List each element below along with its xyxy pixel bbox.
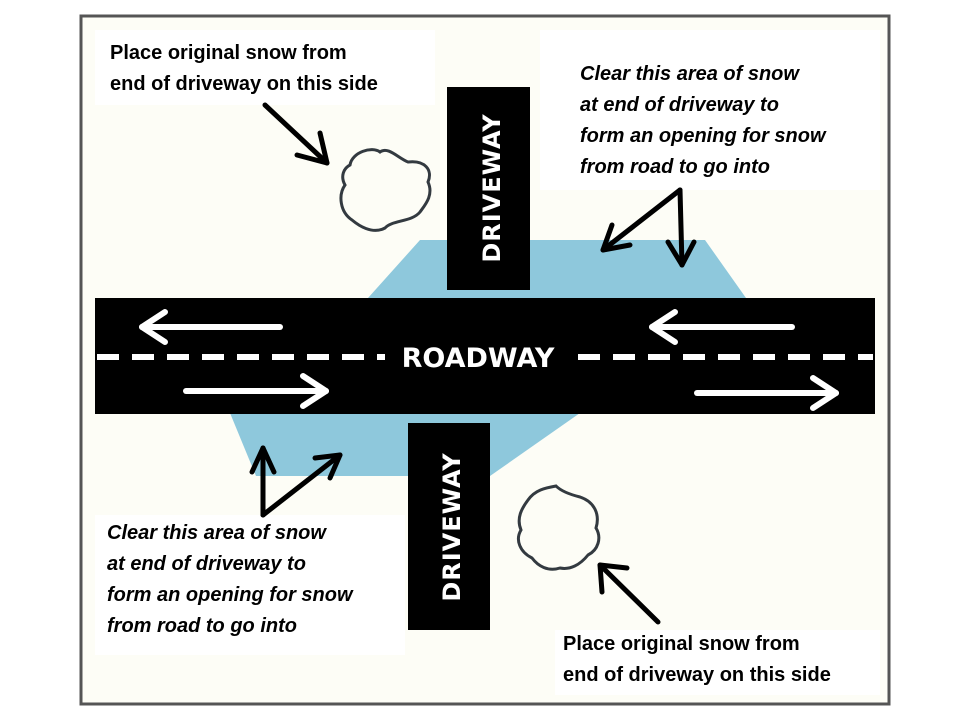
label-line: Place original snow from xyxy=(563,633,800,655)
arrow-down-right-icon xyxy=(262,102,330,166)
arrow-up-left-icon xyxy=(597,562,661,625)
instruction-top-left: Place original snow from end of driveway… xyxy=(110,38,378,100)
label-line: from road to go into xyxy=(580,156,770,178)
label-line: at end of driveway to xyxy=(580,94,779,116)
label-line: end of driveway on this side xyxy=(563,664,831,686)
label-line: Clear this area of snow xyxy=(580,63,799,85)
label-line: Clear this area of snow xyxy=(107,522,326,544)
arrow-up-icon xyxy=(249,445,277,518)
label-line: end of driveway on this side xyxy=(110,73,378,95)
clear-area-bottom xyxy=(230,413,580,476)
instruction-bottom-right: Place original snow from end of driveway… xyxy=(563,629,831,691)
arrow-left-icon xyxy=(649,309,795,345)
driveway-bottom-label: DRIVEWAY xyxy=(438,452,466,601)
label-line: at end of driveway to xyxy=(107,553,306,575)
pointer-arrows xyxy=(249,102,697,625)
label-line: from road to go into xyxy=(107,615,297,637)
roadway-label: ROADWAY xyxy=(402,343,555,374)
driveway-top xyxy=(447,87,530,290)
arrow-down-icon xyxy=(665,187,697,268)
snow-pile-icon xyxy=(339,148,432,232)
label-line: form an opening for snow xyxy=(580,125,826,147)
label-line: form an opening for snow xyxy=(107,584,353,606)
arrow-right-icon xyxy=(183,373,329,409)
driveway-bottom xyxy=(408,423,490,630)
arrow-left-icon xyxy=(139,309,283,345)
driveway-top-label: DRIVEWAY xyxy=(478,113,506,262)
arrow-down-left-icon xyxy=(600,187,683,253)
instruction-bottom-left: Clear this area of snow at end of drivew… xyxy=(107,518,353,642)
instruction-top-right: Clear this area of snow at end of drivew… xyxy=(580,59,826,183)
arrow-right-icon xyxy=(694,375,839,411)
label-line: Place original snow from xyxy=(110,42,347,64)
arrow-up-right-icon xyxy=(260,452,343,518)
traffic-arrows xyxy=(139,309,839,411)
snow-pile-icon xyxy=(517,484,601,571)
